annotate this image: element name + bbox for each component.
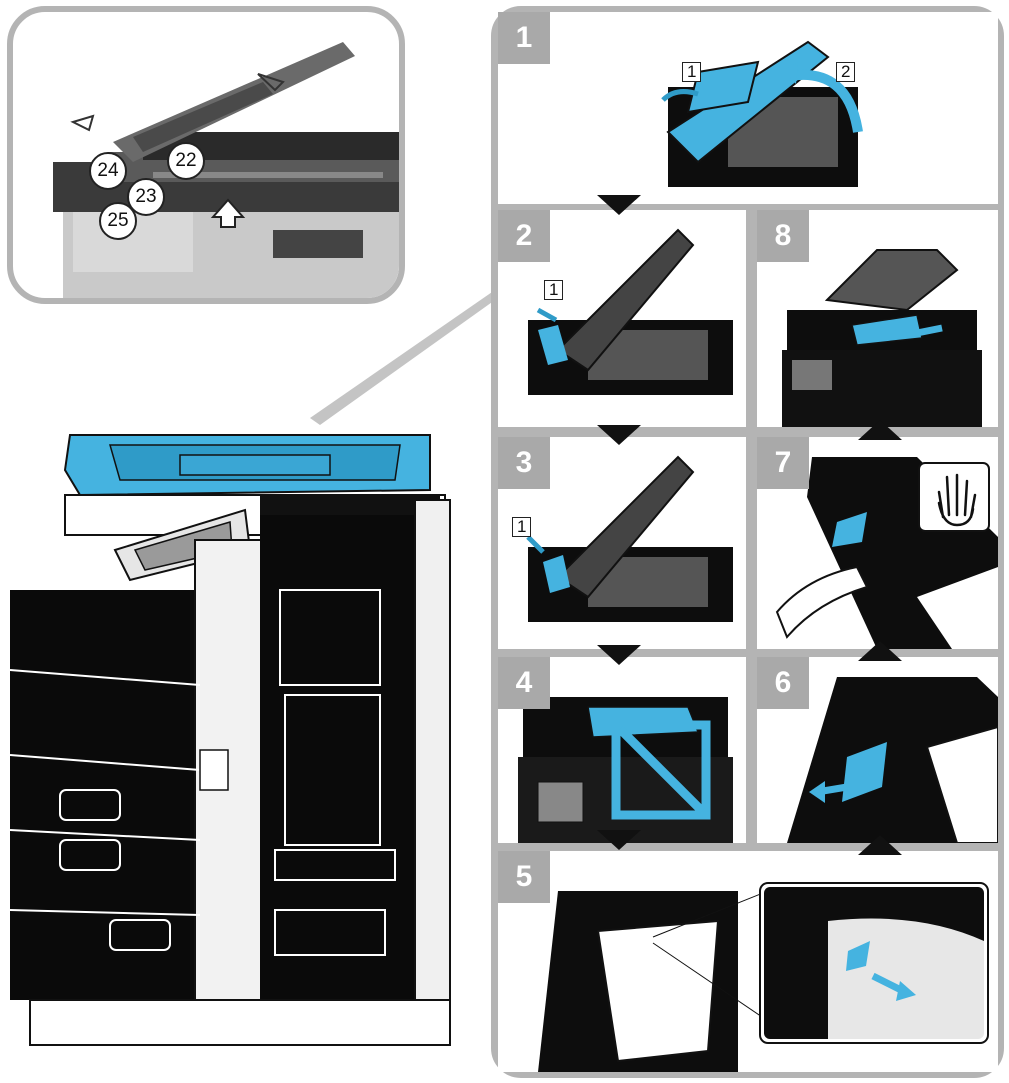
flow-arrow-icon <box>597 645 641 665</box>
step-1-illustration <box>498 12 998 204</box>
step-5-badge: 5 <box>498 851 550 903</box>
step-4-badge: 4 <box>498 657 550 709</box>
inset-illustration <box>13 12 399 298</box>
flow-arrow-icon <box>597 830 641 850</box>
copier-machine-illustration <box>0 410 490 1050</box>
step-5-panel: 5 <box>498 851 998 1072</box>
flow-arrow-icon <box>858 420 902 440</box>
flow-arrow-icon <box>597 195 641 215</box>
inset-zoom-panel: 24 22 23 25 <box>7 6 405 304</box>
callout-24: 24 <box>89 152 127 190</box>
step-4-panel: 4 <box>498 657 746 843</box>
step-1-panel: 1 1 2 <box>498 12 998 204</box>
step-2-mark-1: 1 <box>544 280 563 300</box>
step-6-badge: 6 <box>757 657 809 709</box>
step-2-panel: 2 1 <box>498 210 746 427</box>
step-3-badge: 3 <box>498 437 550 489</box>
callout-25: 25 <box>99 202 137 240</box>
step-8-badge: 8 <box>757 210 809 262</box>
zoom-connector <box>300 290 500 430</box>
step-3-mark-1: 1 <box>512 517 531 537</box>
callout-22: 22 <box>167 142 205 180</box>
flow-arrow-icon <box>858 641 902 661</box>
step-8-panel: 8 <box>757 210 998 427</box>
step-5-illustration <box>498 851 998 1072</box>
flow-arrow-icon <box>858 835 902 855</box>
step-3-panel: 3 1 <box>498 437 746 649</box>
step-1-mark-2: 2 <box>836 62 855 82</box>
step-6-panel: 6 <box>757 657 998 843</box>
step-7-badge: 7 <box>757 437 809 489</box>
step-1-badge: 1 <box>498 12 550 64</box>
flow-arrow-icon <box>597 425 641 445</box>
step-1-mark-1: 1 <box>682 62 701 82</box>
step-2-badge: 2 <box>498 210 550 262</box>
step-7-panel: 7 <box>757 437 998 649</box>
